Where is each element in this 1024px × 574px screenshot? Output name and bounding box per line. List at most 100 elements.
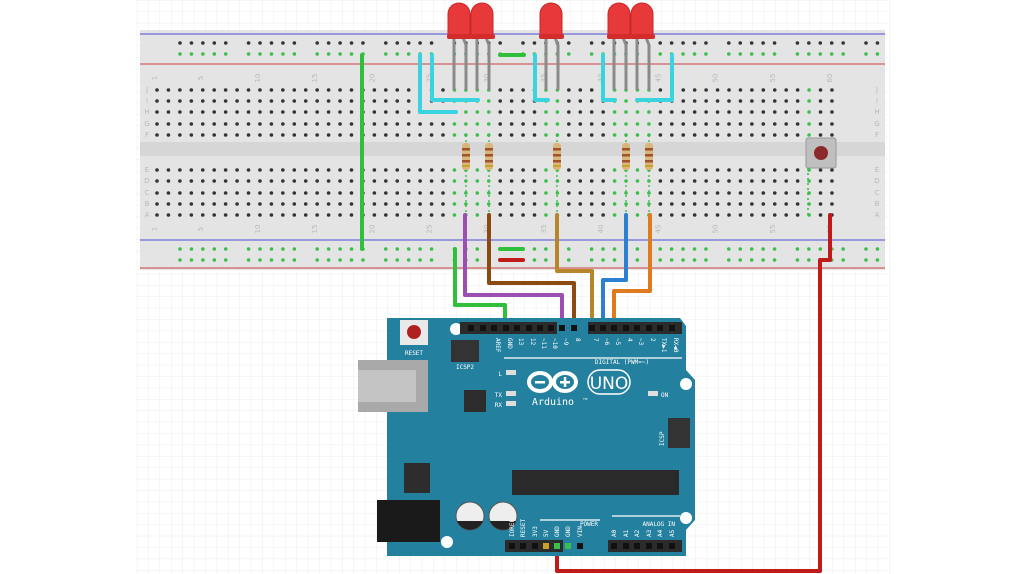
wire-cyan-4[interactable] xyxy=(601,53,617,102)
breadboard-hole[interactable] xyxy=(692,179,697,183)
breadboard-hole[interactable] xyxy=(658,202,663,206)
breadboard-hole[interactable] xyxy=(200,213,205,217)
breadboard-hole[interactable] xyxy=(223,213,228,217)
breadboard-hole[interactable] xyxy=(269,202,274,206)
rail-hole[interactable] xyxy=(384,41,388,45)
header-pin[interactable] xyxy=(480,325,486,331)
breadboard-hole[interactable] xyxy=(658,133,663,137)
breadboard-hole[interactable] xyxy=(704,133,708,137)
rail-hole[interactable] xyxy=(829,41,834,45)
breadboard-hole[interactable] xyxy=(384,213,388,217)
breadboard-hole[interactable] xyxy=(384,202,388,206)
rail-hole[interactable] xyxy=(681,258,685,262)
breadboard-hole[interactable] xyxy=(452,191,457,195)
breadboard-hole[interactable] xyxy=(223,133,228,137)
rail-hole[interactable] xyxy=(692,52,697,56)
rail-hole[interactable] xyxy=(669,247,674,251)
header-pin[interactable] xyxy=(623,325,629,331)
breadboard-hole[interactable] xyxy=(521,99,525,103)
breadboard-hole[interactable] xyxy=(372,99,377,103)
breadboard-hole[interactable] xyxy=(292,168,297,172)
breadboard-hole[interactable] xyxy=(303,110,308,114)
breadboard-hole[interactable] xyxy=(395,99,400,103)
rail-hole[interactable] xyxy=(361,41,365,45)
rail-hole[interactable] xyxy=(704,258,708,262)
rail-hole[interactable] xyxy=(349,247,354,251)
rail-hole[interactable] xyxy=(635,258,640,262)
breadboard-hole[interactable] xyxy=(452,168,457,172)
breadboard-hole[interactable] xyxy=(521,122,525,126)
breadboard-hole[interactable] xyxy=(807,88,811,92)
breadboard-hole[interactable] xyxy=(223,168,228,172)
rail-hole[interactable] xyxy=(818,247,823,251)
breadboard-hole[interactable] xyxy=(349,133,354,137)
breadboard-hole[interactable] xyxy=(704,179,708,183)
breadboard-hole[interactable] xyxy=(784,213,788,217)
breadboard-hole[interactable] xyxy=(212,99,216,103)
rail-hole[interactable] xyxy=(658,52,662,56)
breadboard-hole[interactable] xyxy=(258,133,262,137)
breadboard-hole[interactable] xyxy=(315,202,319,206)
breadboard-hole[interactable] xyxy=(681,179,686,183)
breadboard-hole[interactable] xyxy=(338,133,342,137)
breadboard-hole[interactable] xyxy=(761,88,766,92)
breadboard-hole[interactable] xyxy=(692,88,697,92)
breadboard-hole[interactable] xyxy=(418,213,422,217)
breadboard-hole[interactable] xyxy=(670,133,674,137)
breadboard-hole[interactable] xyxy=(761,202,766,206)
rail-hole[interactable] xyxy=(727,52,731,56)
wire-red-5v[interactable] xyxy=(555,213,832,573)
rail-hole[interactable] xyxy=(258,41,262,45)
breadboard-hole[interactable] xyxy=(704,99,708,103)
breadboard-hole[interactable] xyxy=(715,88,720,92)
breadboard-hole[interactable] xyxy=(635,122,640,126)
breadboard-hole[interactable] xyxy=(212,133,216,137)
breadboard-hole[interactable] xyxy=(223,99,228,103)
breadboard-hole[interactable] xyxy=(509,122,514,126)
breadboard-hole[interactable] xyxy=(384,110,388,114)
rail-hole[interactable] xyxy=(681,52,685,56)
breadboard-hole[interactable] xyxy=(715,133,720,137)
rail-hole[interactable] xyxy=(818,41,823,45)
breadboard-hole[interactable] xyxy=(544,122,548,126)
breadboard-hole[interactable] xyxy=(292,191,297,195)
rail-hole[interactable] xyxy=(692,258,697,262)
breadboard-hole[interactable] xyxy=(578,213,583,217)
breadboard-hole[interactable] xyxy=(281,99,285,103)
breadboard-hole[interactable] xyxy=(326,99,331,103)
rail-hole[interactable] xyxy=(212,258,217,262)
breadboard-hole[interactable] xyxy=(830,133,834,137)
breadboard-hole[interactable] xyxy=(189,99,194,103)
rail-hole[interactable] xyxy=(772,247,777,251)
breadboard-hole[interactable] xyxy=(303,122,308,126)
breadboard-hole[interactable] xyxy=(475,122,480,126)
header-pin[interactable] xyxy=(543,543,549,549)
breadboard-hole[interactable] xyxy=(715,213,720,217)
breadboard-hole[interactable] xyxy=(281,191,285,195)
breadboard-hole[interactable] xyxy=(258,110,262,114)
breadboard-hole[interactable] xyxy=(338,213,342,217)
rail-hole[interactable] xyxy=(807,258,811,262)
breadboard-hole[interactable] xyxy=(578,179,583,183)
breadboard-hole[interactable] xyxy=(178,179,182,183)
rail-hole[interactable] xyxy=(475,258,480,262)
rail-hole[interactable] xyxy=(178,41,182,45)
breadboard-hole[interactable] xyxy=(406,110,411,114)
breadboard-hole[interactable] xyxy=(281,168,285,172)
rail-hole[interactable] xyxy=(281,247,285,251)
breadboard-hole[interactable] xyxy=(681,110,686,114)
breadboard-hole[interactable] xyxy=(441,122,445,126)
rail-hole[interactable] xyxy=(692,41,697,45)
breadboard-hole[interactable] xyxy=(292,133,297,137)
header-pin[interactable] xyxy=(526,325,532,331)
resistor[interactable] xyxy=(462,135,470,215)
breadboard-hole[interactable] xyxy=(406,168,411,172)
breadboard-hole[interactable] xyxy=(601,191,605,195)
breadboard-hole[interactable] xyxy=(658,88,663,92)
rail-hole[interactable] xyxy=(681,41,685,45)
rail-hole[interactable] xyxy=(201,247,205,251)
breadboard-hole[interactable] xyxy=(246,213,251,217)
breadboard-hole[interactable] xyxy=(807,99,811,103)
breadboard-hole[interactable] xyxy=(521,202,525,206)
breadboard-hole[interactable] xyxy=(647,202,651,206)
